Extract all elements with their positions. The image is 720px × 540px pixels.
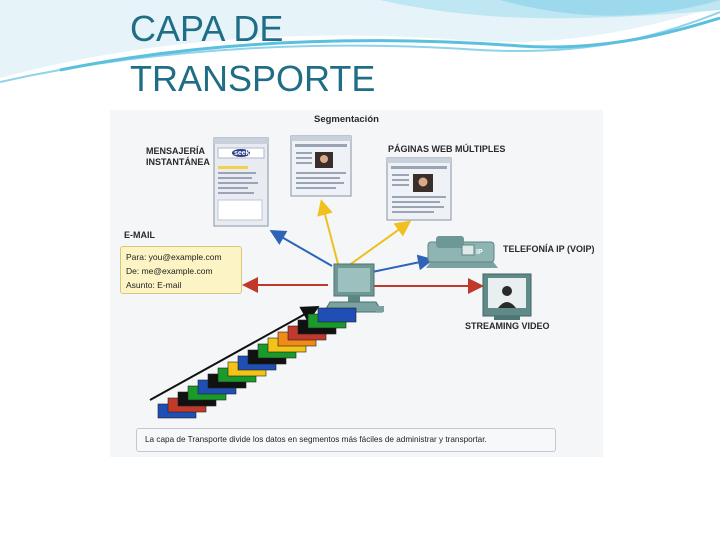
slide-title: CAPA DE TRANSPORTE: [130, 4, 490, 104]
arrow-to-voip: [371, 254, 434, 273]
arrow-to-im: [269, 230, 333, 267]
arrow-to-web-1: [317, 199, 339, 265]
web-page-window-2: [386, 157, 452, 221]
email-from: De: me@example.com: [126, 266, 213, 276]
data-flow-arrow: [149, 306, 320, 401]
email-box: Para: you@example.com De: me@example.com…: [120, 246, 242, 294]
segment-block: [317, 307, 357, 323]
im-label-line-1: MENSAJERÍA: [146, 146, 206, 156]
email-to: Para: you@example.com: [126, 252, 222, 262]
email-label: E-MAIL: [124, 230, 155, 240]
diagram-caption: La capa de Transporte divide los datos e…: [136, 428, 556, 452]
im-window: [213, 137, 269, 227]
streaming-video-label: STREAMING VIDEO: [465, 321, 550, 331]
segments-stream: [157, 307, 357, 419]
diagram-artwork: [149, 135, 532, 419]
ip-phone-icon: [426, 236, 498, 268]
email-subject: Asunto: E-mail: [126, 280, 182, 290]
title-line-2: TRANSPORTE: [130, 58, 376, 99]
im-label: MENSAJERÍA INSTANTÁNEA: [146, 146, 210, 168]
header-swoosh: [0, 0, 720, 83]
arrow-to-web-2: [347, 220, 412, 267]
transport-layer-diagram: Segmentación MENSAJERÍA INSTANTÁNEA seek…: [110, 110, 603, 457]
voip-label: TELEFONÍA IP (VOIP): [503, 244, 595, 254]
im-logo-text: seek: [234, 150, 250, 157]
web-page-window-1: [290, 135, 352, 197]
phone-ip-badge: IP: [476, 249, 483, 256]
segmentation-label: Segmentación: [314, 114, 379, 125]
title-line-1: CAPA DE: [130, 8, 284, 49]
video-monitor-icon: [482, 273, 532, 320]
im-label-line-2: INSTANTÁNEA: [146, 157, 210, 167]
web-pages-label: PÁGINAS WEB MÚLTIPLES: [388, 144, 506, 154]
